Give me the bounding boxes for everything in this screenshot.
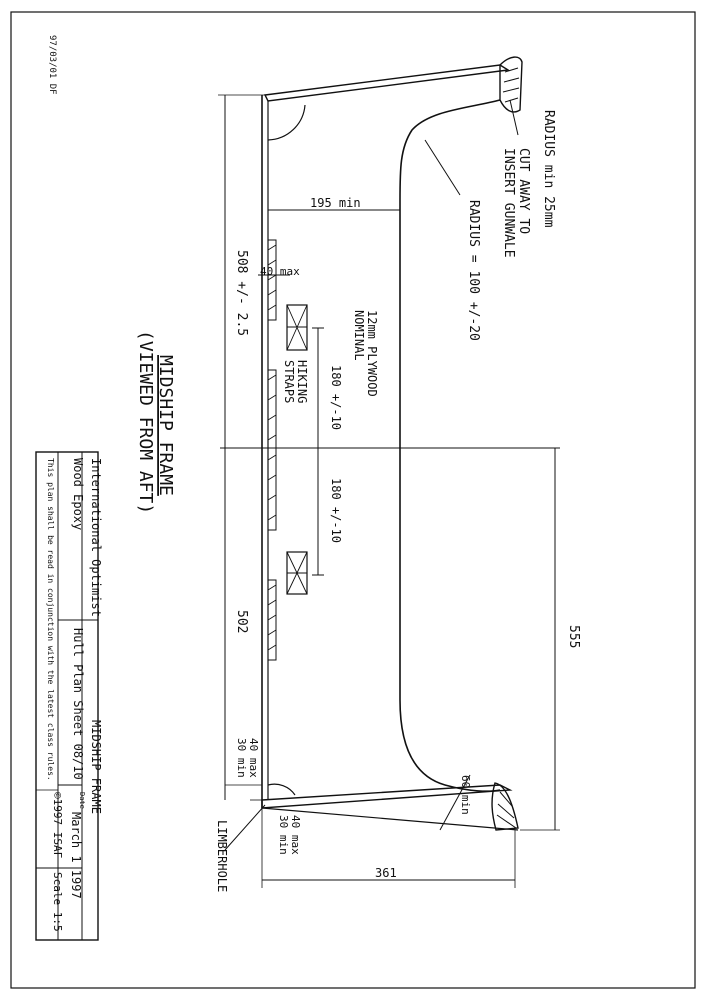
tb-copyright: ©1997 ISAF <box>51 792 64 858</box>
bottom-gunwale-hatch <box>496 791 517 829</box>
dim-555-label: 555 <box>566 625 581 648</box>
tb-material: Wood Epoxy <box>71 458 85 530</box>
stiffener-segments <box>267 239 277 661</box>
dim-left-30min: 30 min <box>235 738 248 778</box>
hiking-label-1: HIKING <box>295 360 309 403</box>
dim-502-label: 502 <box>234 610 249 633</box>
sheet-border <box>10 11 696 989</box>
tb-scale: Scale 1:5 <box>51 872 64 932</box>
dim-361-label: 361 <box>375 866 397 880</box>
dim-60min-label: 60 min <box>459 775 472 815</box>
radius-leader-min <box>509 99 519 136</box>
radius-leader-main <box>424 139 461 196</box>
dim-bottom-30min: 30 min <box>277 815 290 855</box>
dim-195-label: 195 min <box>310 196 361 210</box>
radius-min-label: RADIUS min 25mm <box>541 110 556 228</box>
dim-left-40max: 40 max <box>247 738 260 778</box>
top-corner-radius <box>267 104 306 141</box>
tb-date: March 1 1997 <box>69 812 83 899</box>
dim-508-label: 508 +/- 2.5 <box>234 250 249 336</box>
tb-org: International Optimist <box>89 458 103 617</box>
dim-180a-label: 180 +/-10 <box>329 365 343 430</box>
top-gunwale-hatch <box>502 67 520 103</box>
bottom-corner-radius <box>267 783 296 796</box>
limberhole-label: LIMBERHOLE <box>215 820 229 892</box>
cut-away-label-1: CUT AWAY TO <box>516 148 531 234</box>
dim-40max-label: 40 max <box>260 265 300 278</box>
drawing-subtitle: (VIEWED FROM AFT) <box>135 330 156 514</box>
hiking-strap-box-upper <box>286 304 308 351</box>
plywood-label-1: 12mm PLYWOOD <box>365 310 379 397</box>
top-gunwale-edge <box>263 64 511 102</box>
drawing-title: MIDSHIP FRAME <box>155 355 176 496</box>
tb-note: This plan shall be read in conjunction w… <box>46 458 55 781</box>
corner-note: 97/03/01 DF <box>47 35 57 95</box>
hiking-label-2: STRAPS <box>282 360 296 403</box>
cut-away-label-2: INSERT GUNWALE <box>501 148 516 258</box>
frame-inner-edge <box>399 99 501 792</box>
tb-title: MIDSHIP FRAME <box>89 720 103 814</box>
dim-180b-label: 180 +/-10 <box>329 478 343 543</box>
tb-sheet: Hull Plan Sheet 08/10 <box>71 628 85 780</box>
plywood-label-2: NOMINAL <box>352 310 366 361</box>
tb-date-label: Date <box>78 792 86 809</box>
top-gunwale-block <box>499 56 523 113</box>
frame-bottom-edge <box>261 807 519 831</box>
radius-main-label: RADIUS = 100 +/-20 <box>466 200 481 341</box>
dim-bottom-40max: 40 max <box>289 815 302 855</box>
title-block <box>35 451 99 941</box>
dim-60min-line <box>439 774 471 831</box>
limberhole-leader <box>224 804 266 851</box>
hiking-strap-box-lower <box>286 551 308 595</box>
